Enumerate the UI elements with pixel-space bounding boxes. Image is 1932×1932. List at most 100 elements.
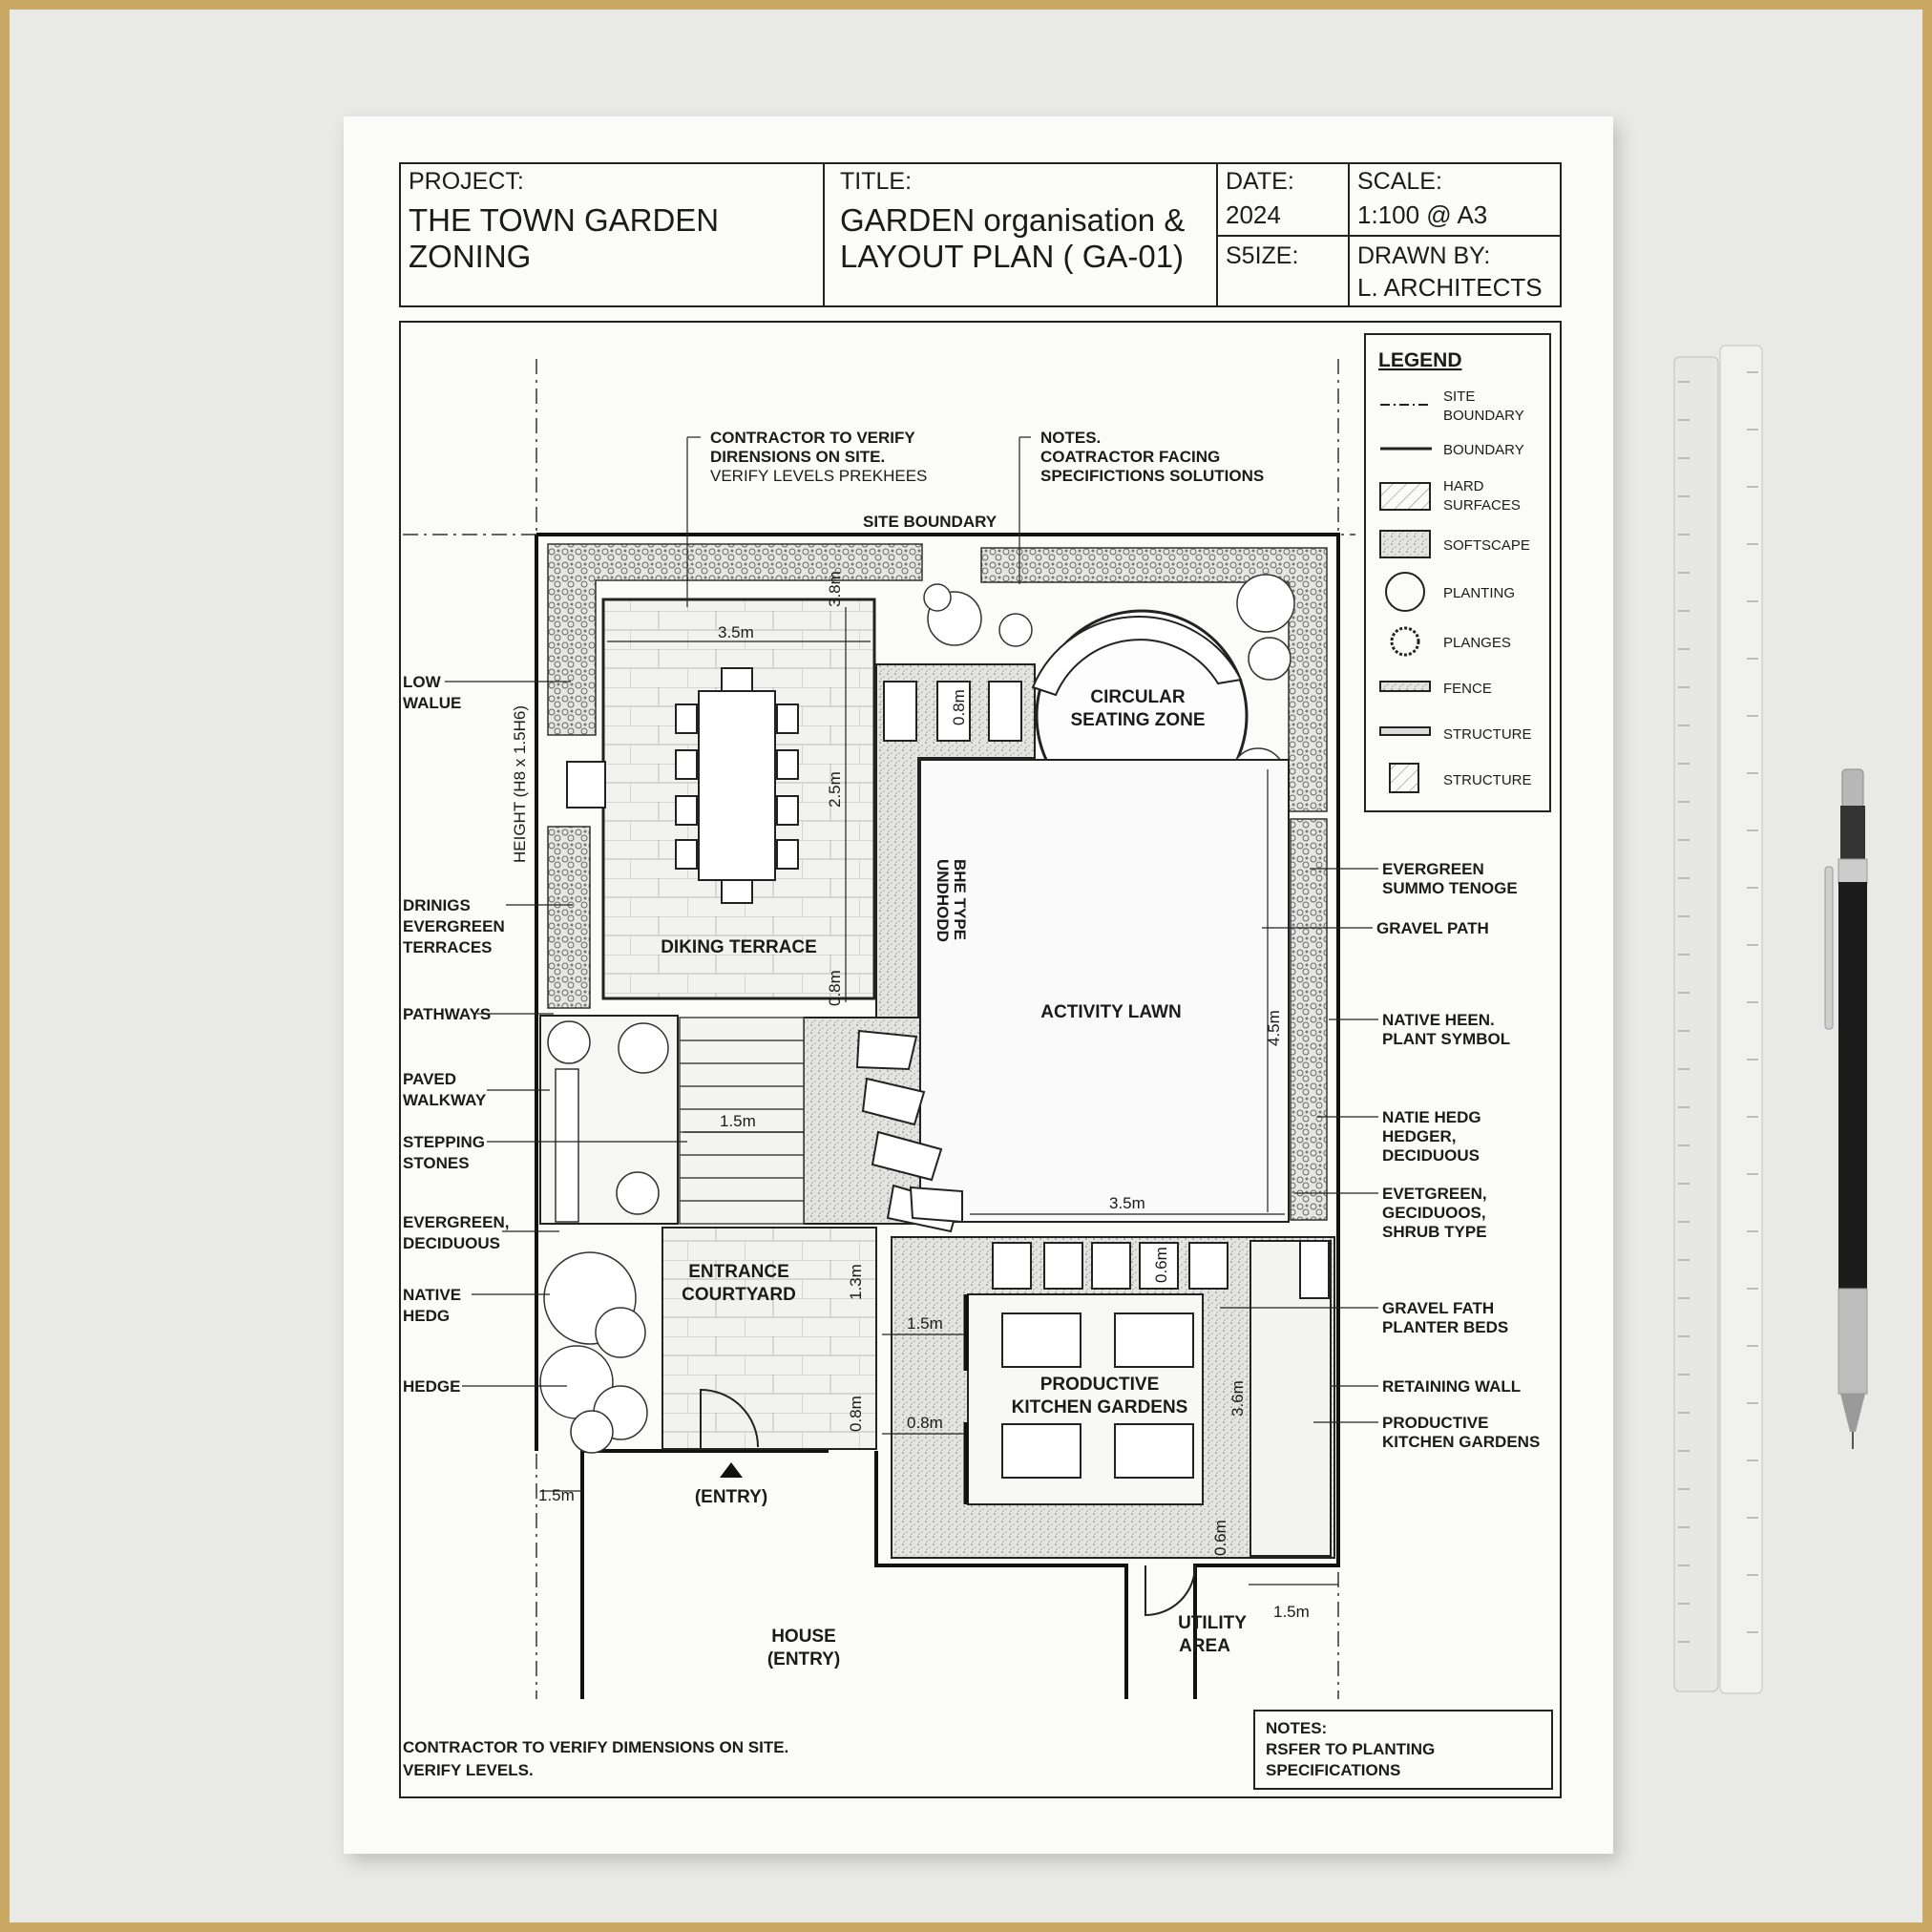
dim-label: 0.6m: [1152, 1247, 1170, 1283]
left-label: WALUE: [403, 694, 461, 712]
dim-label: 2.5m: [826, 771, 844, 808]
tree-icons-left: [547, 1020, 669, 1223]
note-top-right-1: NOTES.: [1040, 429, 1101, 447]
left-label: PATHWAYS: [403, 1005, 491, 1023]
zone-dining-terrace: DIKING TERRACE: [661, 937, 817, 957]
left-label: STEPPING: [403, 1133, 485, 1151]
legend-item-label: STRUCTURE: [1443, 772, 1532, 788]
size-key: S5IZE:: [1226, 242, 1299, 269]
legend-item-label: SOFTSCAPE: [1443, 537, 1530, 554]
left-label: PAVED: [403, 1070, 456, 1088]
title-block-divider: [1216, 235, 1562, 237]
right-label: SUMMO TENOGE: [1382, 879, 1518, 897]
steps: [679, 1017, 805, 1225]
drawing-title-line1: GARDEN organisation &: [840, 202, 1186, 238]
entry-arrow-icon: [720, 1462, 743, 1478]
wall-label-1: UNDHODD: [934, 859, 952, 942]
left-label: HEDG: [403, 1307, 450, 1325]
left-label: HEDGE: [403, 1377, 460, 1396]
dining-table-icon: [566, 667, 799, 904]
right-label: KITCHEN GARDENS: [1382, 1433, 1540, 1451]
drawing-frame: [399, 321, 1562, 1798]
height-label: HEIGHT (H8 x 1.5H6): [511, 705, 529, 863]
site-boundary-label: SITE BOUNDARY: [863, 513, 998, 531]
dim-label: 0.8m: [950, 689, 968, 725]
legend-item-label: STRUCTURE: [1443, 726, 1532, 743]
footer-note-1: CONTRACTOR TO VERIFY DIMENSIONS ON SITE.: [403, 1738, 788, 1756]
right-label: PLANTER BEDS: [1382, 1318, 1508, 1336]
entry-door: [700, 1388, 759, 1449]
dim-label: 4.5m: [1265, 1010, 1283, 1046]
note-top-left-1: CONTRACTOR TO VERIFY: [710, 429, 915, 447]
notes-line-2: SPECIFICATIONS: [1266, 1761, 1400, 1779]
scale-value: 1:100 @ A3: [1357, 200, 1488, 229]
zone-circular-seating-1: CIRCULAR: [1090, 687, 1185, 707]
drawn-by-value: L. ARCHITECTS: [1357, 273, 1543, 302]
planter-beds: [992, 1242, 1228, 1479]
right-label: GECIDUOOS,: [1382, 1204, 1486, 1222]
right-label: GRAVEL FATH: [1382, 1299, 1494, 1317]
hedge-tree-cluster: [539, 1251, 648, 1454]
utility-door: [1144, 1564, 1196, 1617]
project-name-line1: THE TOWN GARDEN: [409, 202, 720, 238]
legend-symbols: [1379, 404, 1432, 793]
project-name-line2: ZONING: [409, 239, 532, 274]
hedge-top-left: [547, 543, 923, 736]
dim-label: 3.6m: [1228, 1380, 1247, 1417]
dim-label: 1.5m: [538, 1486, 575, 1504]
left-label: TERRACES: [403, 938, 493, 956]
legend-item-label: SURFACES: [1443, 497, 1521, 514]
legend-item-label: HARD: [1443, 478, 1484, 494]
left-labels: LOW WALUE DRINIGS EVERGREEN TERRACES PAT…: [403, 673, 509, 1396]
left-label: WALKWAY: [403, 1091, 487, 1109]
date-value: 2024: [1226, 200, 1281, 229]
drawn-by-key: DRAWN BY:: [1357, 242, 1491, 269]
entrance-courtyard: [662, 1227, 877, 1450]
right-label: RETAINING WALL: [1382, 1377, 1521, 1396]
left-label: DRINIGS: [403, 896, 471, 914]
legend-title: LEGEND: [1378, 349, 1462, 371]
right-label: HEDGER,: [1382, 1127, 1456, 1145]
drawing-title-line2: LAYOUT PLAN ( GA-01): [840, 239, 1185, 274]
left-label: DECIDUOUS: [403, 1234, 500, 1252]
dim-label: 0.6m: [1211, 1520, 1229, 1556]
legend-item-label: FENCE: [1443, 681, 1492, 697]
zone-activity-lawn: ACTIVITY LAWN: [1040, 1002, 1181, 1022]
right-label: PLANT SYMBOL: [1382, 1030, 1510, 1048]
footer-note-2: VERIFY LEVELS.: [403, 1761, 534, 1779]
wall-label-2: BHE TYPE: [951, 859, 969, 940]
right-label: GRAVEL PATH: [1376, 919, 1489, 937]
notes-key: NOTES:: [1266, 1719, 1327, 1737]
dim-label: 3.5m: [718, 623, 754, 641]
notes-box: [1253, 1710, 1553, 1790]
garden-plan: DIKING TERRACE CIRCULAR SEATING ZONE ACT…: [403, 333, 1553, 1790]
zone-circular-seating-2: SEATING ZONE: [1070, 710, 1205, 730]
title-block-divider: [823, 162, 825, 307]
right-label: EVETGREEN,: [1382, 1185, 1487, 1203]
mechanical-pencil-icon: [1824, 768, 1868, 1449]
leader-lines: [445, 436, 1378, 1423]
right-label: NATIVE HEEN.: [1382, 1011, 1495, 1029]
zone-kitchen-1: PRODUCTIVE: [1040, 1375, 1160, 1395]
legend-item-label: PLANTING: [1443, 585, 1515, 601]
right-labels: EVERGREEN SUMMO TENOGE GRAVEL PATH NATIV…: [1376, 860, 1540, 1451]
zone-entrance-2: COURTYARD: [682, 1285, 796, 1305]
stepping-stone-icons: [855, 1029, 963, 1233]
dimension-labels: 3.5m 2.5m 0.8m 3.8m 0.8m 1.5m 4.5m 3.5m …: [538, 571, 1310, 1621]
dim-label: 0.8m: [847, 1396, 865, 1432]
right-label: DECIDUOUS: [1382, 1146, 1480, 1165]
dim-label: 1.5m: [1273, 1603, 1310, 1621]
date-key: DATE:: [1226, 168, 1294, 195]
left-label: LOW: [403, 673, 442, 691]
legend-item-label: SITE: [1443, 388, 1475, 405]
left-label: EVERGREEN,: [403, 1213, 509, 1231]
hedge-left-mid: [547, 826, 591, 1009]
note-top-right-2: COATRACTOR FACING: [1040, 448, 1220, 466]
legend-item-label: BOUNDARY: [1443, 442, 1524, 458]
right-label: PRODUCTIVE: [1382, 1414, 1488, 1432]
zone-utility-2: AREA: [1179, 1636, 1230, 1656]
project-key: PROJECT:: [409, 168, 524, 195]
dimension-lines: [540, 607, 1338, 1586]
right-label: SHRUB TYPE: [1382, 1223, 1487, 1241]
dim-label: 0.8m: [907, 1414, 943, 1432]
